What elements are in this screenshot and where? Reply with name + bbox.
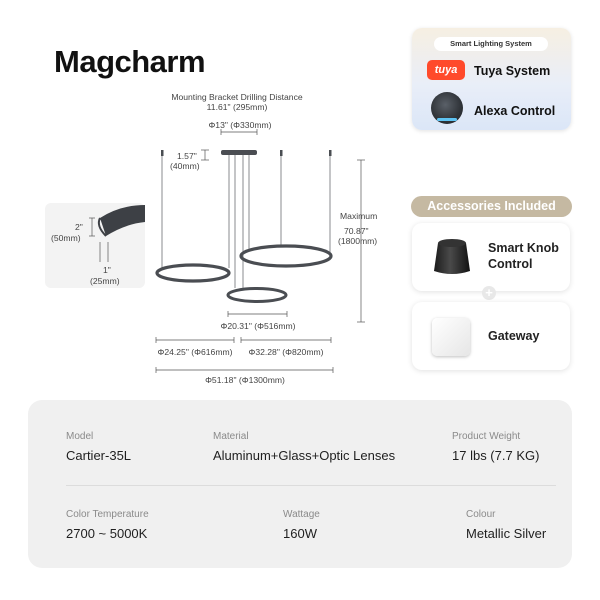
spec-divider (66, 485, 556, 486)
spec-weight-value: 17 lbs (7.7 KG) (452, 448, 540, 463)
alexa-echo-icon (431, 92, 463, 124)
dimension-diagram (45, 129, 365, 373)
spec-weight-label: Product Weight (452, 431, 521, 442)
ring-height-in: 2" (75, 222, 83, 232)
spec-temp-label: Color Temperature (66, 509, 149, 520)
spec-model-label: Model (66, 431, 94, 442)
max-height-label: Maximum (340, 211, 378, 221)
gateway-icon (432, 318, 470, 356)
spec-material-label: Material (213, 431, 249, 442)
spec-temp-value: 2700 ~ 5000K (66, 526, 148, 541)
large-ring-diameter: Φ32.28" (Φ820mm) (248, 347, 324, 357)
spec-colour-value: Metallic Silver (466, 526, 547, 541)
total-span: Φ51.18" (Φ1300mm) (205, 375, 285, 385)
spec-model-value: Cartier-35L (66, 448, 132, 463)
smart-knob-label-line1: Smart Knob (488, 241, 559, 255)
specs-panel: Model Cartier-35L Material Aluminum+Glas… (28, 400, 572, 568)
spec-material-value: Aluminum+Glass+Optic Lenses (213, 448, 396, 463)
spec-wattage-value: 160W (283, 526, 317, 541)
gateway-label: Gateway (488, 329, 540, 343)
accessory-smart-knob: Smart Knob Control (412, 223, 570, 291)
spec-colour-label: Colour (466, 509, 496, 520)
accessories-header: Accessories Included (411, 196, 572, 217)
alexa-label: Alexa Control (474, 104, 556, 118)
tuya-label: Tuya System (474, 64, 551, 78)
plus-icon: + (482, 286, 496, 300)
smart-system-header: Smart Lighting System (434, 37, 548, 51)
canopy-height-in: 1.57" (177, 151, 197, 161)
small-ring-diameter: Φ20.31" (Φ516mm) (220, 321, 296, 331)
accessory-gateway: Gateway (412, 302, 570, 370)
smart-knob-label-line2: Control (488, 257, 533, 271)
canopy-diameter: Φ13" (Φ330mm) (208, 120, 272, 130)
bracket-distance-label: Mounting Bracket Drilling Distance (171, 92, 303, 102)
max-height-mm: (1800mm) (338, 236, 378, 246)
ring-height-mm: (50mm) (51, 233, 81, 243)
brand-title: Magcharm (54, 44, 206, 79)
tuya-logo: tuya (427, 60, 465, 80)
max-height-in: 70.87" (344, 226, 369, 236)
spec-wattage-label: Wattage (283, 509, 320, 520)
bracket-distance-value: 11.61" (295mm) (206, 102, 268, 112)
smart-system-card: Smart Lighting System tuya Tuya System A… (412, 28, 571, 130)
ring-width-in: 1" (103, 265, 111, 275)
ring-width-mm: (25mm) (90, 276, 120, 286)
canopy-height-mm: (40mm) (170, 161, 200, 171)
smart-knob-icon (434, 239, 470, 274)
medium-ring-diameter: Φ24.25" (Φ616mm) (157, 347, 233, 357)
